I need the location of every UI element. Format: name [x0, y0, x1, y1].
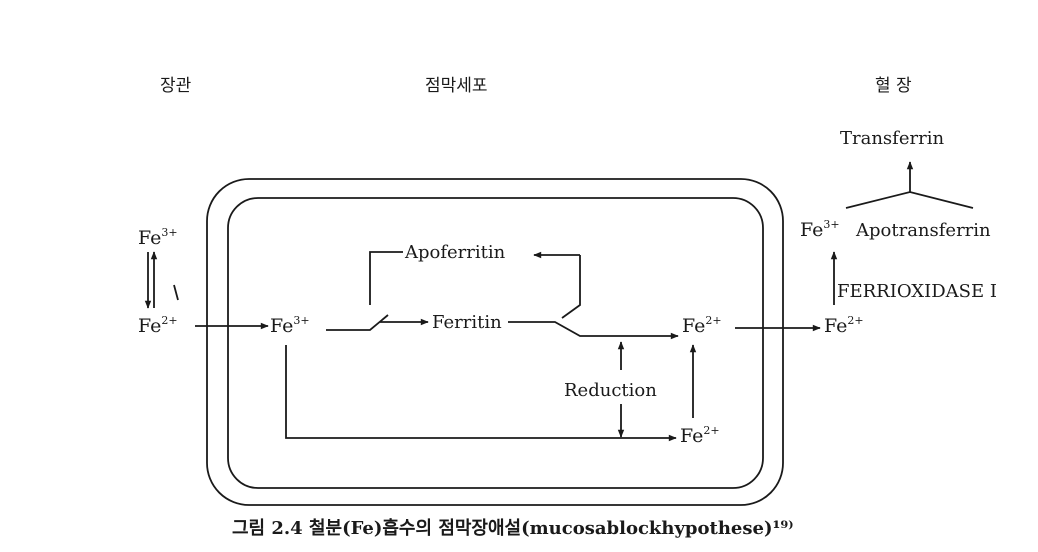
- reduction-label: Reduction: [564, 380, 657, 401]
- combine-lines: [845, 191, 974, 209]
- apoferritin-label: Apoferritin: [404, 242, 506, 263]
- transferrin-label: Transferrin: [840, 128, 944, 149]
- header-intestine: 장관: [160, 76, 191, 96]
- apotransferrin-label: Apotransferrin: [855, 220, 991, 241]
- ferritin-release-arrow: [508, 321, 679, 340]
- figure-caption: 그림 2.4 철분(Fe)흡수의 점막장애설(mucosablockhypoth…: [232, 517, 794, 539]
- lumen-fe3: Fe3+: [138, 226, 178, 249]
- plasma-fe3: Fe3+: [800, 218, 840, 241]
- ferritin-label: Ferritin: [432, 312, 502, 333]
- cell-outer-membrane: [206, 178, 784, 506]
- header-mucosal-cell: 점막세포: [425, 76, 488, 96]
- cell-inner-membrane: [227, 197, 764, 489]
- header-plasma: 혈 장: [875, 76, 912, 96]
- tick-mark: [173, 284, 179, 301]
- cell-fe3: Fe3+: [270, 314, 310, 337]
- plasma-fe2: Fe2+: [824, 314, 864, 337]
- apoferritin-loop-right: [561, 255, 581, 319]
- lumen-fe2: Fe2+: [138, 314, 178, 337]
- cell-fe2-upper: Fe2+: [682, 314, 722, 337]
- bypass-arrow: [285, 345, 677, 442]
- ferrioxidase-label: FERRIOXIDASE I: [837, 281, 997, 302]
- cell-fe2-lower: Fe2+: [680, 424, 720, 447]
- fe3-to-ferritin-line: [326, 314, 389, 331]
- apoferritin-loop-left: [369, 251, 403, 305]
